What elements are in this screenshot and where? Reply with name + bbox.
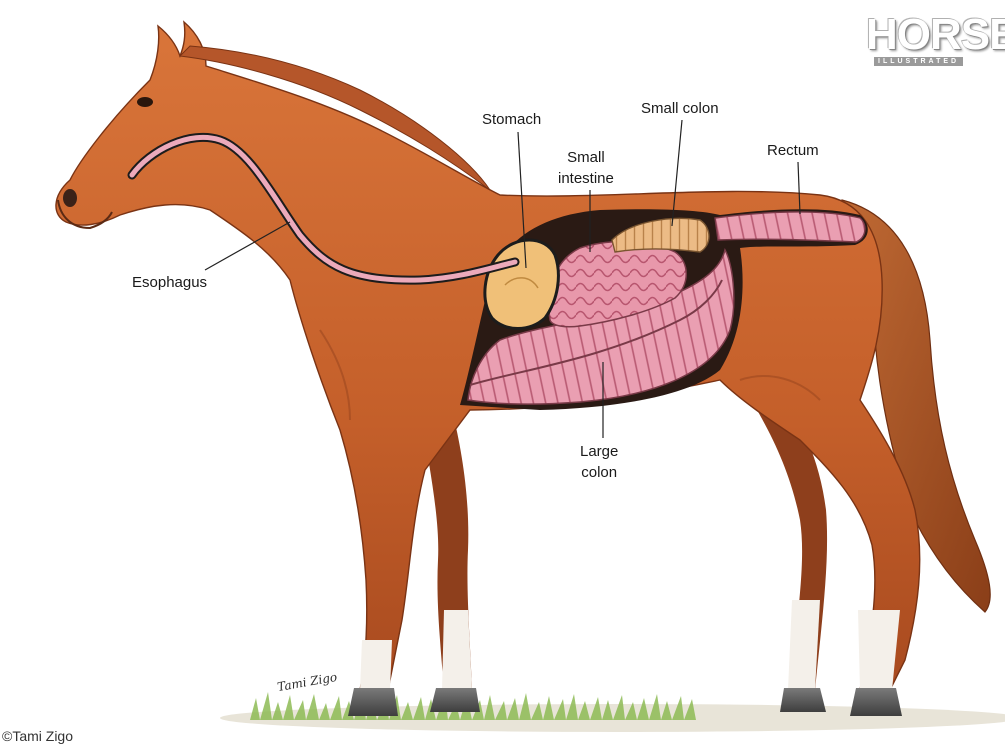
label-small-colon: Small colon [641, 98, 719, 119]
label-large-colon: Large colon [580, 441, 618, 483]
label-rectum: Rectum [767, 140, 819, 161]
copyright-notice: ©Tami Zigo [2, 728, 73, 744]
far-legs [420, 385, 827, 712]
logo-subtitle: ILLUSTRATED [874, 57, 963, 66]
horse-eye [137, 97, 153, 107]
logo-wordmark: HORSE [866, 12, 1005, 58]
horse-nostril [63, 189, 77, 207]
label-small-intestine: Small intestine [558, 147, 614, 189]
label-esophagus: Esophagus [132, 272, 207, 293]
rectum-organ [715, 212, 865, 242]
label-stomach: Stomach [482, 109, 541, 130]
horse-illustrated-logo: HORSE ILLUSTRATED [866, 12, 1005, 70]
